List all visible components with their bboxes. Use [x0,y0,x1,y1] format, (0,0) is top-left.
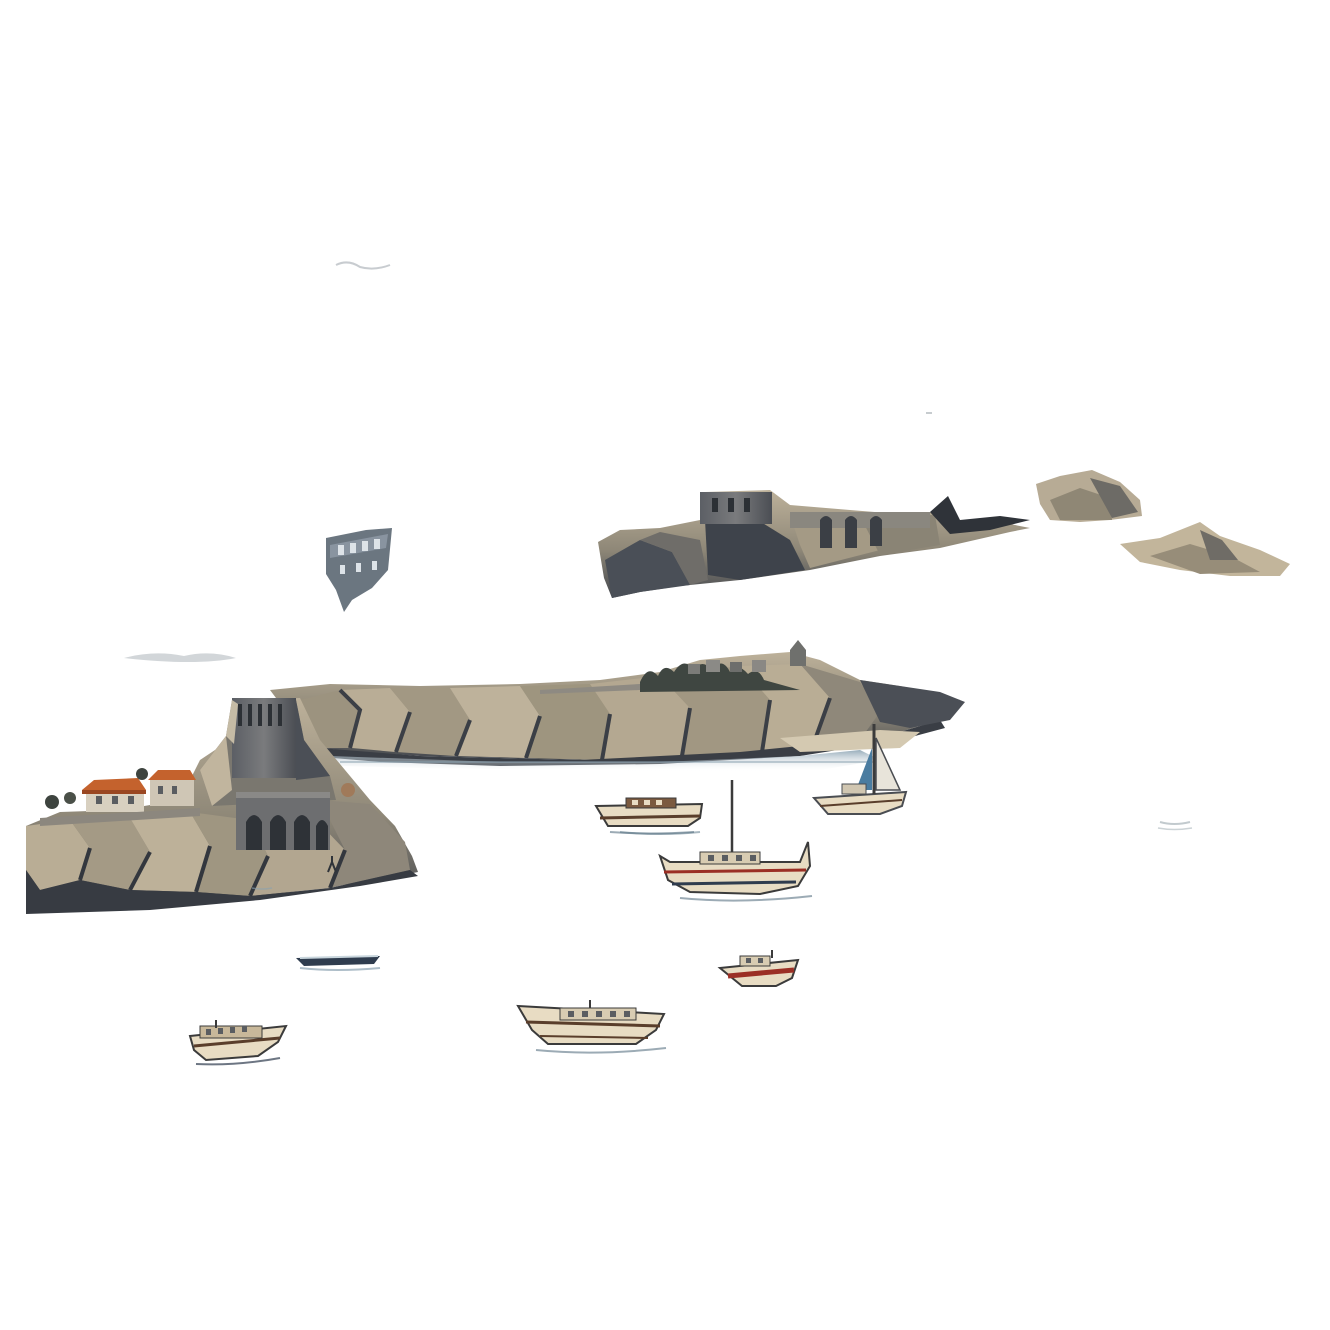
central-long-rocky-island [124,640,965,766]
gulet [658,780,813,902]
harbor-water [330,750,1193,835]
ferry-center [516,1000,667,1054]
sailboat [811,724,908,815]
far-right-small-islets [1036,470,1290,576]
motor-boat [594,797,704,835]
far-rocky-islet-with-ruins [598,490,1030,598]
small-red-boat [717,950,800,987]
left-island-with-castle [26,698,418,914]
floating-ruin-fragment [326,528,392,612]
boat-fleet [188,724,908,1066]
sky-mist [335,261,932,414]
ferry-left [188,1020,288,1066]
navy-dinghy [296,955,381,971]
